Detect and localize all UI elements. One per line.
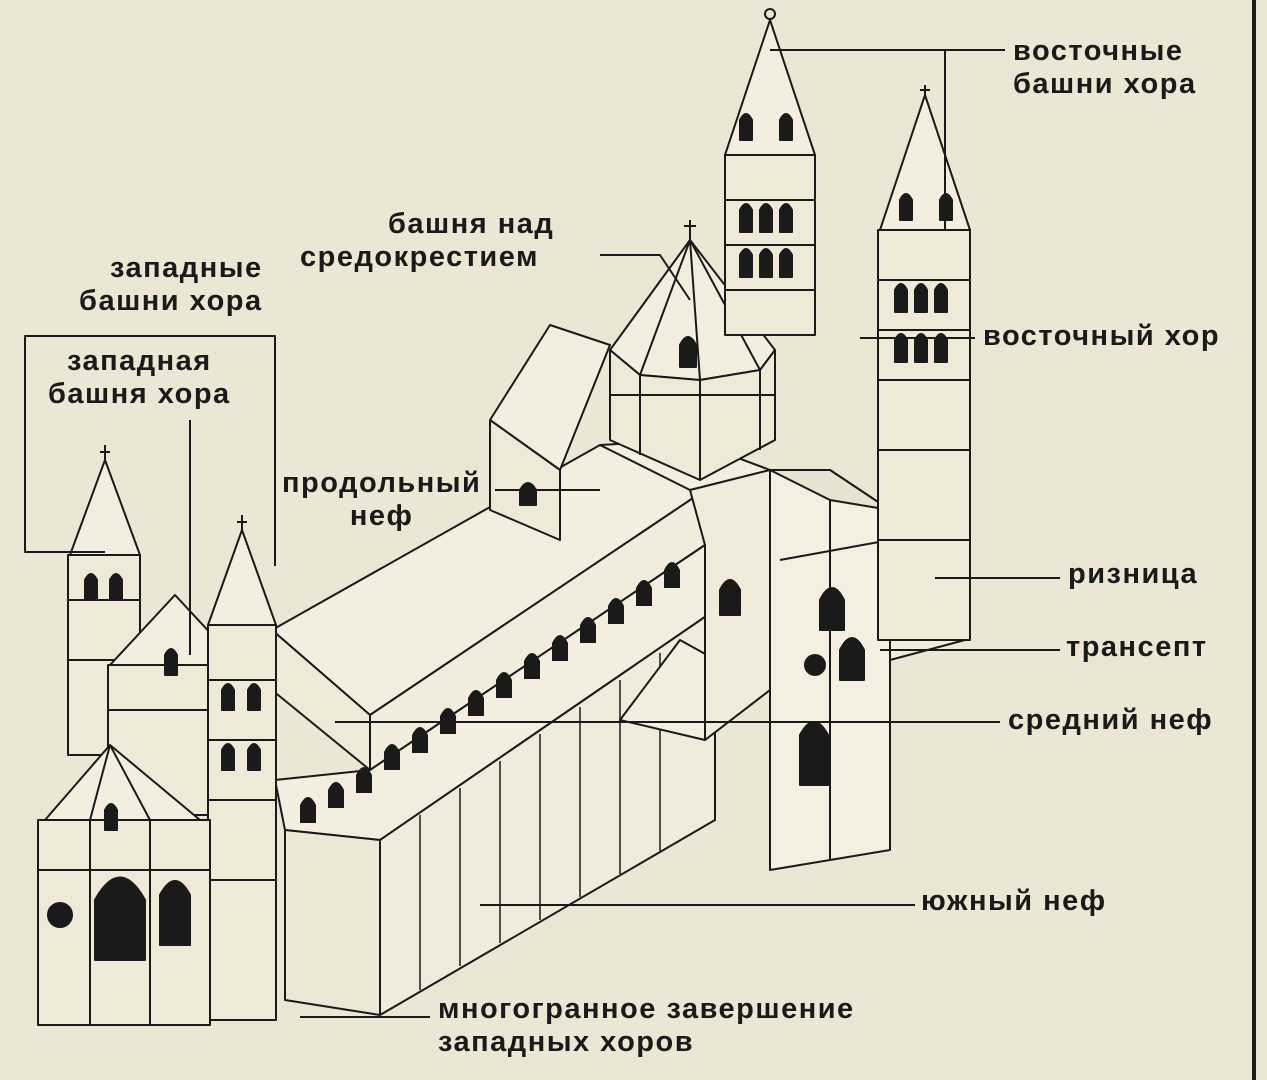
label-west-tower-line2: башня хора xyxy=(48,378,231,410)
aisle-pilasters xyxy=(419,653,661,990)
label-longitudinal-nave: продольный неф xyxy=(282,467,481,533)
label-longitudinal-nave-line2: неф xyxy=(349,500,414,532)
label-middle-nave-text: средний неф xyxy=(1008,704,1214,736)
clerestory-windows xyxy=(300,562,680,823)
label-crossing-tower-line1: башня над xyxy=(388,208,555,240)
label-crossing-tower: башня над средокрестием xyxy=(300,208,554,274)
label-polygonal-end-line1: многогранное завершение xyxy=(438,993,855,1025)
label-transept-text: трансепт xyxy=(1066,631,1208,663)
label-east-towers-line1: восточные xyxy=(1013,35,1184,67)
label-east-choir-text: восточный хор xyxy=(983,320,1221,352)
east-tower-right xyxy=(877,85,971,641)
label-south-nave: южный неф xyxy=(921,885,1107,918)
label-west-towers-line2: башни хора xyxy=(79,285,263,317)
west-polygonal-apse xyxy=(37,744,211,1026)
label-sacristy: ризница xyxy=(1068,558,1198,591)
south-aisle-wall xyxy=(284,829,381,1016)
leader-lines xyxy=(24,49,1060,1018)
label-sacristy-text: ризница xyxy=(1068,558,1199,590)
west-tower-near xyxy=(207,515,277,1021)
label-crossing-tower-line2: средокрестием xyxy=(300,241,539,273)
label-middle-nave: средний неф xyxy=(1008,704,1213,737)
label-west-tower-line1: западная xyxy=(66,345,212,377)
label-west-towers: западные башни хора xyxy=(60,252,263,318)
label-polygonal-end-line2: западных хоров xyxy=(438,1026,695,1058)
north-transept xyxy=(489,324,611,541)
label-west-towers-line1: западные xyxy=(110,252,263,284)
label-east-choir: восточный хор xyxy=(983,320,1220,353)
page-edge xyxy=(1252,0,1256,1080)
east-tower-left xyxy=(724,8,816,336)
label-longitudinal-nave-line1: продольный xyxy=(282,467,482,499)
label-polygonal-end: многогранное завершение западных хоров xyxy=(438,993,855,1059)
crossing-tower xyxy=(609,220,776,481)
label-east-towers: восточные башни хора xyxy=(1013,35,1197,101)
label-west-tower: западная башня хора xyxy=(48,345,231,411)
label-east-towers-line2: башни хора xyxy=(1013,68,1197,100)
label-south-nave-text: южный неф xyxy=(921,885,1107,917)
label-transept: трансепт xyxy=(1066,631,1208,664)
